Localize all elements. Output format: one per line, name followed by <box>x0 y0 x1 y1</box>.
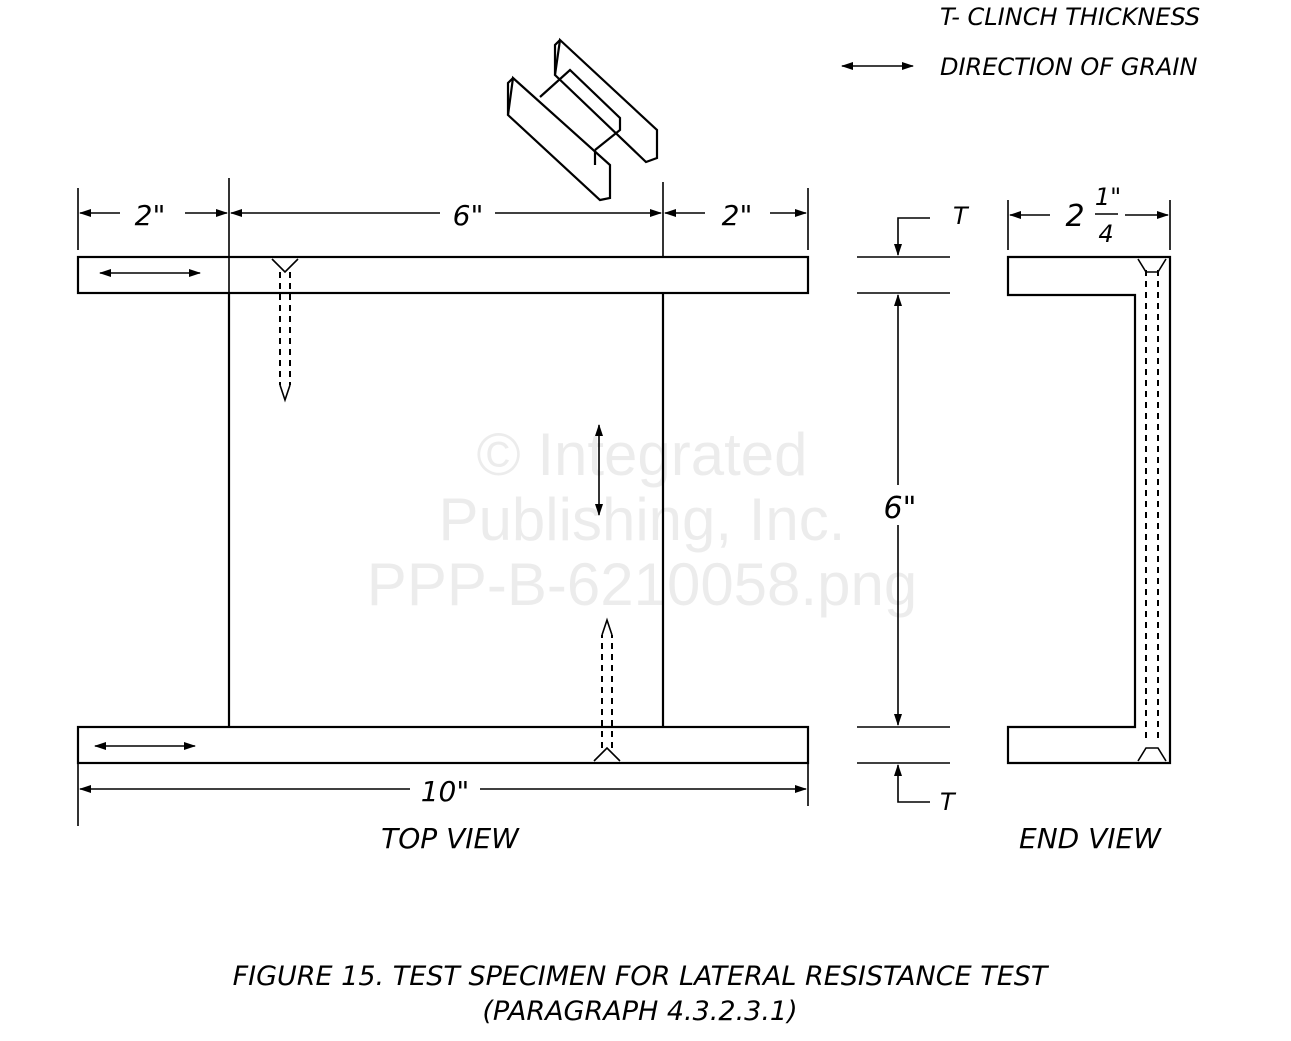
top-board <box>76 255 810 295</box>
t-top-label: T <box>953 202 970 230</box>
dim-middle: 6" <box>453 199 484 232</box>
end-view: 2 1" 4 END VIEW <box>1006 183 1172 855</box>
end-dim-numerator: 1" <box>1095 183 1121 211</box>
top-view-label: TOP VIEW <box>381 822 520 855</box>
nail-top-icon <box>271 258 299 403</box>
end-dim-whole: 2 <box>1065 199 1084 234</box>
nail-bottom-icon <box>593 617 621 762</box>
watermark-line-2: Publishing, Inc. <box>439 486 846 553</box>
legend-grain: DIRECTION OF GRAIN <box>940 53 1197 81</box>
legend: T- CLINCH THICKNESS DIRECTION OF GRAIN <box>841 3 1200 81</box>
dim-right: 2" <box>722 199 753 232</box>
side-dimensions: T 6" T <box>857 202 970 816</box>
watermark-line-1: © Integrated <box>476 421 807 488</box>
figure-caption-paragraph: (PARAGRAPH 4.3.2.3.1) <box>482 996 797 1027</box>
dim-left: 2" <box>135 199 166 232</box>
figure-caption: FIGURE 15. TEST SPECIMEN FOR LATERAL RES… <box>233 961 1050 992</box>
watermark-line-3: PPP-B-6210058.png <box>367 551 917 618</box>
end-view-label: END VIEW <box>1019 822 1162 855</box>
height-dim: 6" <box>884 491 917 526</box>
legend-thickness: T- CLINCH THICKNESS <box>940 3 1200 31</box>
isometric-specimen <box>506 37 659 202</box>
bottom-board <box>76 725 810 765</box>
top-view: 2" 6" 2" 10" TOP VIEW <box>76 178 810 855</box>
dim-overall: 10" <box>421 775 470 808</box>
t-bottom-label: T <box>940 788 957 816</box>
watermark: © Integrated Publishing, Inc. PPP-B-6210… <box>367 421 917 618</box>
end-dim-denominator: 4 <box>1098 220 1113 248</box>
